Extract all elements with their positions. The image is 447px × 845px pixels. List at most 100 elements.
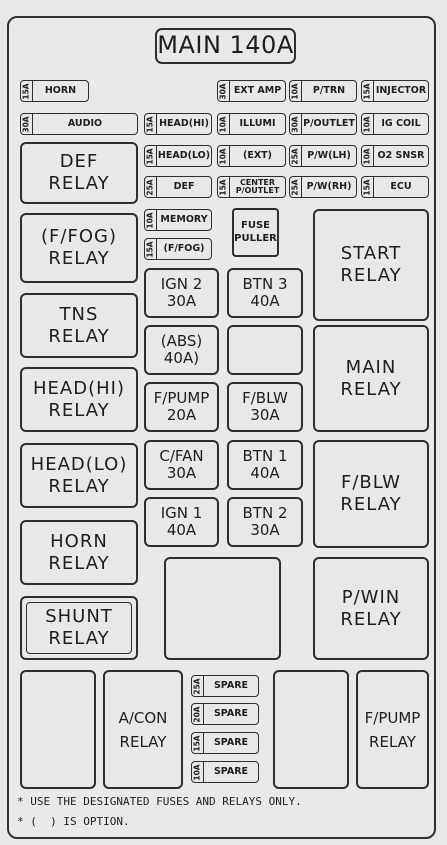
relay-label: SHUNT RELAY bbox=[45, 606, 113, 649]
maxi-fuse-ign1[interactable]: IGN 1 40A bbox=[144, 497, 219, 547]
fuse-horn[interactable]: 15A HORN bbox=[20, 80, 89, 102]
fuse-label: ILLUMI bbox=[239, 118, 276, 130]
fuse-pw-rh[interactable]: 25A P/W(RH) bbox=[289, 176, 357, 198]
relay-p-win[interactable]: P/WIN RELAY bbox=[313, 557, 429, 660]
fuse-ext[interactable]: 10A (EXT) bbox=[217, 145, 286, 167]
maxi-fuse-f-blw[interactable]: F/BLW 30A bbox=[227, 382, 303, 432]
relay-label: (F/FOG) RELAY bbox=[41, 226, 117, 269]
fuse-puller-label: FUSE PULLER bbox=[234, 220, 277, 244]
maxi-fuse-label: F/BLW 30A bbox=[242, 388, 288, 424]
relay-main[interactable]: MAIN RELAY bbox=[313, 325, 429, 432]
maxi-fuse-label: BTN 2 30A bbox=[242, 503, 288, 539]
note-designated-fuses: * USE THE DESIGNATED FUSES AND RELAYS ON… bbox=[17, 795, 302, 808]
fuse-label: HEAD(LO) bbox=[157, 150, 211, 162]
fuse-label: IG COIL bbox=[381, 118, 421, 130]
relay-shunt[interactable]: SHUNT RELAY bbox=[20, 596, 138, 660]
maxi-fuse-label: BTN 3 40A bbox=[242, 274, 288, 310]
relay-label: F/PUMP RELAY bbox=[364, 708, 421, 751]
relay-f-pump[interactable]: F/PUMP RELAY bbox=[356, 670, 429, 789]
maxi-fuse-abs[interactable]: (ABS) 40A) bbox=[144, 325, 219, 375]
fuse-ext-amp[interactable]: 30A EXT AMP bbox=[217, 80, 286, 102]
fuse-amp: 15A bbox=[146, 240, 155, 258]
relay-f-fog[interactable]: (F/FOG) RELAY bbox=[20, 213, 138, 283]
fuse-label: P/OUTLET bbox=[303, 118, 355, 130]
main-fuse-label: MAIN 140A bbox=[157, 31, 294, 60]
maxi-fuse-ign2[interactable]: IGN 2 30A bbox=[144, 268, 219, 318]
empty-relay-slot-center[interactable] bbox=[164, 557, 281, 660]
fuse-amp: 10A bbox=[146, 211, 155, 229]
fuse-label: SPARE bbox=[213, 737, 249, 749]
fuse-amp: 10A bbox=[291, 82, 300, 100]
fuse-label: EXT AMP bbox=[233, 85, 282, 97]
fuse-pw-lh[interactable]: 25A P/W(LH) bbox=[289, 145, 357, 167]
relay-tns[interactable]: TNS RELAY bbox=[20, 293, 138, 358]
relay-horn[interactable]: HORN RELAY bbox=[20, 520, 138, 585]
maxi-fuse-btn1[interactable]: BTN 1 40A bbox=[227, 440, 303, 490]
fuse-amp: 25A bbox=[146, 178, 155, 196]
fuse-spare-1[interactable]: 25A SPARE bbox=[191, 675, 259, 697]
fuse-amp: 15A bbox=[22, 82, 31, 100]
relay-label: HEAD(LO) RELAY bbox=[30, 453, 128, 497]
relay-a-con[interactable]: A/CON RELAY bbox=[103, 670, 183, 789]
fuse-amp: 15A bbox=[193, 734, 202, 752]
fuse-p-trn[interactable]: 10A P/TRN bbox=[289, 80, 357, 102]
fuse-label: INJECTOR bbox=[375, 85, 427, 97]
fuse-o2-snsr[interactable]: 10A O2 SNSR bbox=[361, 145, 429, 167]
fuse-amp: 10A bbox=[219, 115, 228, 133]
fuse-injector[interactable]: 15A INJECTOR bbox=[361, 80, 429, 102]
relay-label: MAIN RELAY bbox=[340, 356, 402, 400]
fuse-puller[interactable]: FUSE PULLER bbox=[232, 208, 279, 257]
maxi-fuse-label: (ABS) 40A) bbox=[160, 331, 203, 367]
maxi-fuse-label: C/FAN 30A bbox=[159, 446, 204, 482]
fuse-label: SPARE bbox=[213, 680, 249, 692]
fuse-amp: 15A bbox=[363, 82, 372, 100]
fuse-label: CENTER P/OUTLET bbox=[235, 178, 280, 195]
fuse-spare-2[interactable]: 20A SPARE bbox=[191, 703, 259, 725]
maxi-fuse-label: BTN 1 40A bbox=[242, 446, 288, 482]
maxi-fuse-f-pump[interactable]: F/PUMP 20A bbox=[144, 382, 219, 432]
relay-shunt-inner-border bbox=[26, 602, 132, 654]
fuse-ig-coil[interactable]: 10A IG COIL bbox=[361, 113, 429, 135]
fuse-amp: 10A bbox=[363, 115, 372, 133]
fuse-amp: 10A bbox=[219, 147, 228, 165]
fuse-amp: 15A bbox=[363, 178, 372, 196]
relay-head-hi[interactable]: HEAD(HI) RELAY bbox=[20, 367, 138, 432]
fuse-p-outlet[interactable]: 30A P/OUTLET bbox=[289, 113, 357, 135]
fuse-memory[interactable]: 10A MEMORY bbox=[144, 209, 212, 231]
relay-def[interactable]: DEF RELAY bbox=[20, 142, 138, 204]
maxi-fuse-label: F/PUMP 20A bbox=[153, 388, 210, 424]
fuse-center-outlet[interactable]: 15A CENTER P/OUTLET bbox=[217, 176, 286, 198]
relay-start[interactable]: START RELAY bbox=[313, 209, 429, 321]
fuse-spare-3[interactable]: 15A SPARE bbox=[191, 732, 259, 754]
relay-f-blw[interactable]: F/BLW RELAY bbox=[313, 440, 429, 548]
fuse-label: SPARE bbox=[213, 766, 249, 778]
fuse-label: P/TRN bbox=[312, 85, 346, 97]
fuse-label: P/W(RH) bbox=[306, 181, 352, 193]
maxi-fuse-empty-slot[interactable] bbox=[227, 325, 303, 375]
fuse-amp: 30A bbox=[219, 82, 228, 100]
relay-label: P/WIN RELAY bbox=[340, 586, 402, 630]
relay-head-lo[interactable]: HEAD(LO) RELAY bbox=[20, 443, 138, 508]
maxi-fuse-btn2[interactable]: BTN 2 30A bbox=[227, 497, 303, 547]
maxi-fuse-btn3[interactable]: BTN 3 40A bbox=[227, 268, 303, 318]
fuse-spare-4[interactable]: 10A SPARE bbox=[191, 761, 259, 783]
maxi-fuse-label: IGN 1 40A bbox=[160, 503, 203, 539]
fuse-ecu[interactable]: 15A ECU bbox=[361, 176, 429, 198]
fuse-def[interactable]: 25A DEF bbox=[144, 176, 212, 198]
fuse-label: (EXT) bbox=[243, 150, 272, 162]
fuse-illumi[interactable]: 10A ILLUMI bbox=[217, 113, 286, 135]
fuse-audio[interactable]: 30A AUDIO bbox=[20, 113, 138, 135]
fuse-label: SPARE bbox=[213, 708, 249, 720]
fuse-head-lo[interactable]: 15A HEAD(LO) bbox=[144, 145, 212, 167]
fuse-label: DEF bbox=[173, 181, 195, 193]
empty-relay-slot-bottom-right[interactable] bbox=[273, 670, 349, 789]
empty-relay-slot-bottom-left[interactable] bbox=[20, 670, 96, 789]
fuse-label: (F/FOG) bbox=[163, 243, 205, 255]
fuse-f-fog[interactable]: 15A (F/FOG) bbox=[144, 238, 212, 260]
fuse-head-hi[interactable]: 15A HEAD(HI) bbox=[144, 113, 212, 135]
maxi-fuse-c-fan[interactable]: C/FAN 30A bbox=[144, 440, 219, 490]
maxi-fuse-label: IGN 2 30A bbox=[160, 274, 203, 310]
note-option: * ( ) IS OPTION. bbox=[17, 815, 130, 828]
relay-label: F/BLW RELAY bbox=[340, 472, 402, 515]
